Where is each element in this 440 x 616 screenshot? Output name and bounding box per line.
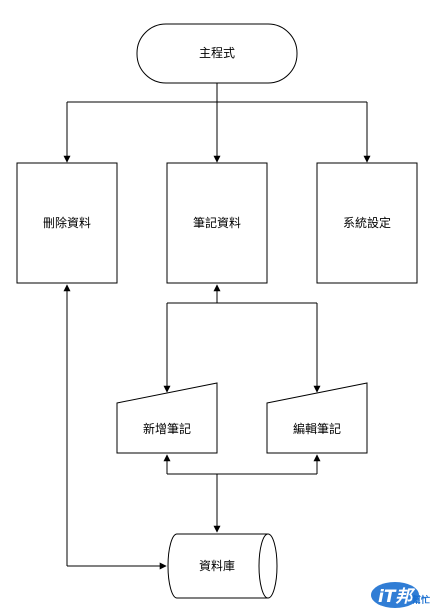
add-note-label: 新增筆記 xyxy=(143,421,191,436)
main-connectors xyxy=(63,83,371,163)
database-node: 資料庫 xyxy=(167,533,278,599)
svg-text:iT邦: iT邦 xyxy=(378,587,415,607)
ithome-watermark-logo: iT邦 幫忙 xyxy=(371,582,430,608)
main-program-node: 主程式 xyxy=(136,23,298,84)
notes-connectors xyxy=(163,284,321,393)
system-settings-node: 系統設定 xyxy=(316,162,418,284)
delete-data-node: 刪除資料 xyxy=(16,162,118,284)
main-program-label: 主程式 xyxy=(199,45,235,60)
system-settings-label: 系統設定 xyxy=(343,215,391,230)
notes-data-label: 筆記資料 xyxy=(193,215,241,230)
db-connectors xyxy=(63,284,321,570)
notes-data-node: 筆記資料 xyxy=(166,162,268,284)
add-note-node: 新增筆記 xyxy=(116,382,218,454)
edit-note-label: 編輯筆記 xyxy=(293,421,341,436)
delete-data-label: 刪除資料 xyxy=(43,215,91,230)
database-label: 資料庫 xyxy=(199,559,235,573)
edit-note-node: 編輯筆記 xyxy=(266,382,368,454)
svg-text:幫忙: 幫忙 xyxy=(412,594,430,606)
